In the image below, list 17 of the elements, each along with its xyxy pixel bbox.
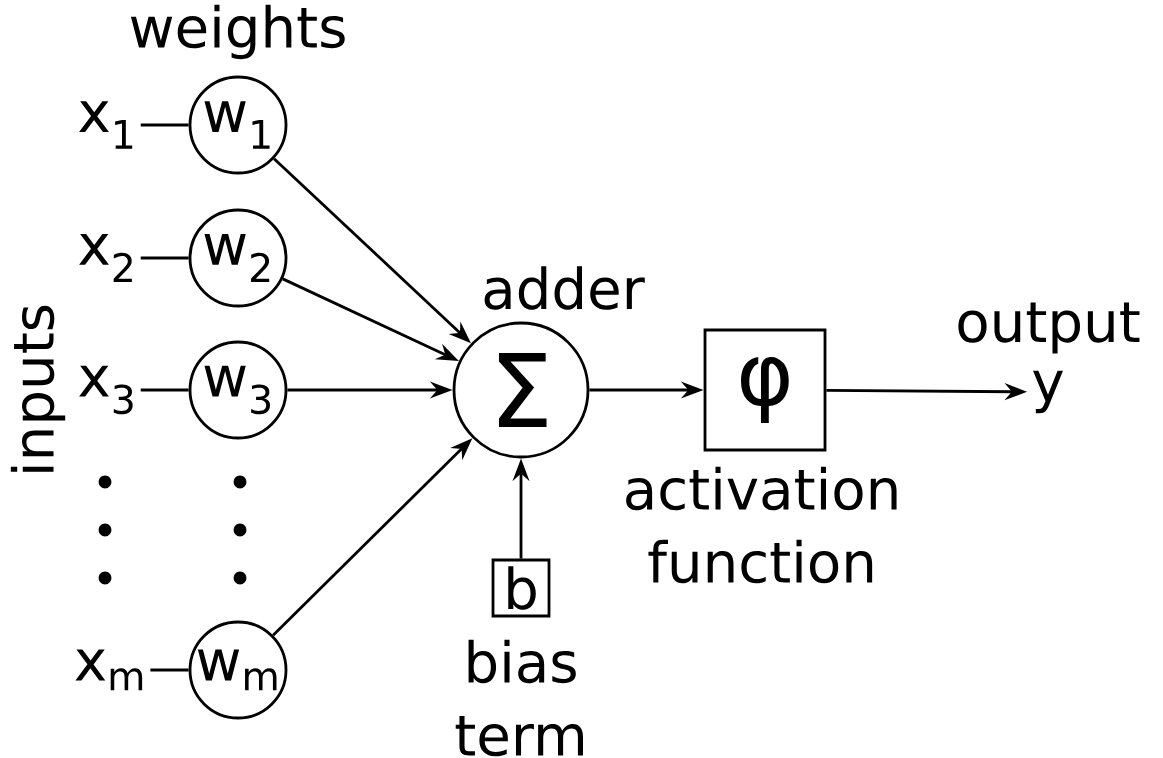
bias-box: b xyxy=(491,558,551,618)
input-label: x$_{m}$ xyxy=(75,649,143,691)
group-label: weights xyxy=(130,4,345,60)
connector-line xyxy=(140,388,189,392)
node-caption: output xyxy=(958,302,1140,354)
output-label: y xyxy=(1033,370,1063,414)
connector-line xyxy=(140,123,189,127)
group-label: inputs xyxy=(10,305,66,472)
node-caption: bias term xyxy=(455,639,583,757)
connector-line xyxy=(150,668,189,672)
input-label: x$_{2}$ xyxy=(79,234,132,282)
node-caption: activation function xyxy=(626,466,897,584)
node-caption: adder xyxy=(484,266,645,310)
activation-box: φ xyxy=(703,328,827,452)
connector-line xyxy=(140,256,189,260)
input-label: x$_{1}$ xyxy=(79,101,133,149)
input-label: x$_{3}$ xyxy=(79,365,133,415)
